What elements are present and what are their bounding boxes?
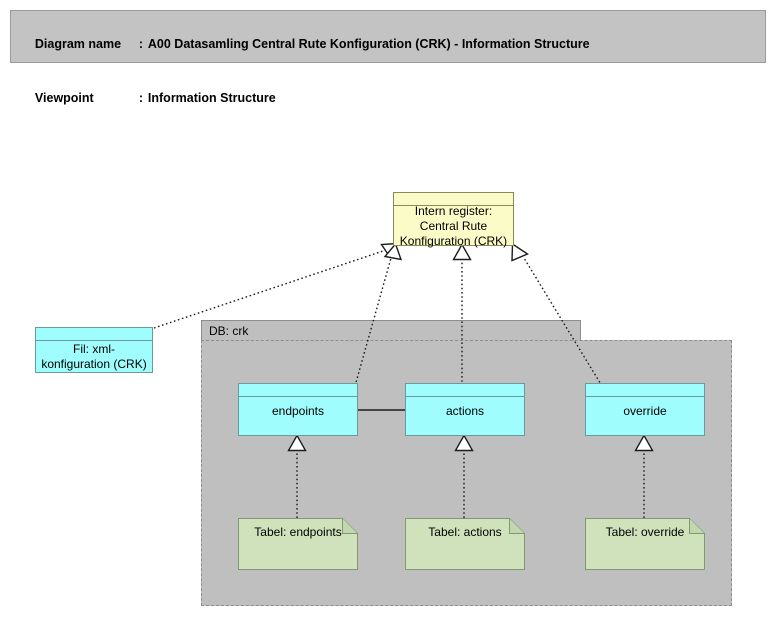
node-fil-xml-konfiguration[interactable]: Fil: xml- konfiguration (CRK)	[35, 327, 153, 373]
group-db-crk-header: DB: crk	[201, 320, 581, 341]
node-actions[interactable]: actions	[405, 383, 525, 436]
arrowhead-endpoints-to-intern-register	[383, 242, 403, 261]
node-tabel-override-label: Tabel: override	[605, 525, 685, 539]
arrowhead-override-to-intern-register	[511, 242, 529, 262]
node-tabel-override[interactable]: Tabel: override	[585, 518, 705, 570]
diagram-name-label: Diagram name	[34, 37, 122, 51]
node-tabel-actions[interactable]: Tabel: actions	[405, 518, 525, 570]
node-tabel-actions-label: Tabel: actions	[428, 525, 502, 539]
viewpoint-row: Viewpoint:Information Structure	[21, 71, 765, 125]
node-fil-xml-konfiguration-label: Fil: xml- konfiguration (CRK)	[41, 342, 147, 371]
node-override[interactable]: override	[585, 383, 705, 436]
node-override-label: override	[623, 404, 667, 418]
node-tabel-endpoints[interactable]: Tabel: endpoints	[238, 518, 358, 570]
viewpoint-label: Viewpoint	[34, 91, 94, 105]
diagram-name-separator: :	[138, 37, 144, 51]
node-actions-strip	[406, 384, 524, 397]
node-endpoints-strip	[239, 384, 357, 397]
diagram-name-row: Diagram name:A00 Datasamling Central Rut…	[21, 17, 765, 71]
viewpoint-separator: :	[138, 91, 144, 105]
group-db-crk-label: DB: crk	[209, 324, 249, 338]
node-endpoints-label: endpoints	[271, 404, 325, 418]
edge-fil-xml-to-intern-register	[153, 249, 387, 329]
document-shape-icon	[585, 518, 705, 570]
diagram-name-value: A00 Datasamling Central Rute Konfigurati…	[147, 37, 590, 51]
node-actions-label: actions	[445, 404, 485, 418]
node-tabel-endpoints-label: Tabel: endpoints	[254, 525, 342, 539]
diagram-header-banner: Diagram name:A00 Datasamling Central Rut…	[10, 10, 766, 105]
node-override-strip	[586, 384, 704, 397]
node-intern-register-strip	[394, 193, 513, 206]
node-intern-register[interactable]: Intern register: Central Rute Konfigurat…	[393, 192, 514, 248]
node-endpoints[interactable]: endpoints	[238, 383, 358, 436]
document-shape-icon	[405, 518, 525, 570]
node-fil-xml-konfiguration-strip	[36, 328, 152, 341]
document-shape-icon	[238, 518, 358, 570]
viewpoint-value: Information Structure	[147, 91, 276, 105]
node-intern-register-label: Intern register: Central Rute Konfigurat…	[399, 203, 508, 248]
